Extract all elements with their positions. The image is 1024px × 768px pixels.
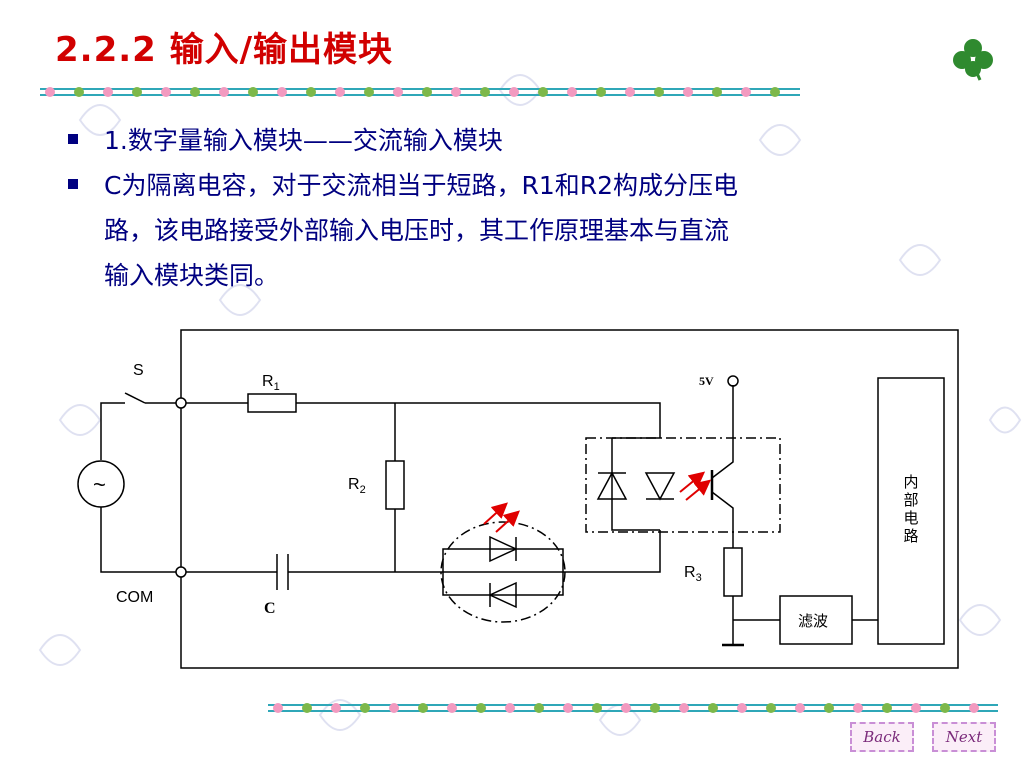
divider-bead [277,87,287,97]
resistor-r2 [385,460,405,510]
divider-bead [567,87,577,97]
divider-bead [766,703,776,713]
divider-bead [302,703,312,713]
resistor-r3 [723,547,743,597]
bullet-item: 1.数字量输入模块——交流输入模块 [66,118,966,163]
filter-label: 滤波 [798,612,828,630]
supply-terminal [727,375,739,387]
divider-bead [364,87,374,97]
internal-circuit-block [877,377,945,645]
module-frame [180,329,959,669]
r1-label: R1 [262,373,280,393]
terminal [175,397,187,409]
bullet-line: 输入模块类同。 [104,261,280,290]
r2-label: R2 [348,476,366,496]
divider-bead [679,703,689,713]
led-diode [488,581,517,609]
supply-label: 5V [699,374,714,388]
divider-bead [509,87,519,97]
divider-bead [476,703,486,713]
com-label: COM [116,589,153,606]
divider-bead [393,87,403,97]
optocoupler-outline [585,437,781,533]
bullet-line: C为隔离电容，对于交流相当于短路，R1和R2构成分压电 [104,171,739,200]
clover-icon [953,39,993,81]
divider-bead [306,87,316,97]
divider-bead [737,703,747,713]
divider-bead [161,87,171,97]
divider-bead [650,703,660,713]
light-arrow [495,510,520,533]
divider-bead [248,87,258,97]
divider-bead [592,703,602,713]
terminal [175,566,187,578]
divider-bead [621,703,631,713]
divider-bead [505,703,515,713]
resistor-r1 [247,393,297,413]
internal-circuit-label: 内部电路 [903,473,918,545]
capacitor-label: C [264,600,276,617]
divider-bead [480,87,490,97]
switch-blade [124,392,146,404]
opto-diode [596,471,628,500]
divider-bead [770,87,780,97]
divider-bead [389,703,399,713]
capacitor-c [276,554,289,590]
bullet-square-icon [68,179,78,189]
light-arrow [679,471,706,493]
light-arrow [483,502,508,525]
divider-bead [331,703,341,713]
light-arrow [685,479,712,501]
led-diode [489,535,518,563]
divider-bead [447,703,457,713]
divider-bead [563,703,573,713]
divider-bead [190,87,200,97]
divider-bead [795,703,805,713]
divider-bead [853,703,863,713]
divider-bead [422,87,432,97]
r3-label: R3 [684,564,702,584]
wire [100,507,181,573]
divider-bead [596,87,606,97]
bullet-square-icon [68,134,78,144]
divider-bead [335,87,345,97]
divider-bead [74,87,84,97]
wire [100,402,125,460]
divider-bead [360,703,370,713]
bullet-line: 1.数字量输入模块——交流输入模块 [104,126,503,155]
divider-bead [969,703,979,713]
ac-source-label: ~ [93,472,106,497]
divider-bead [103,87,113,97]
divider-bead [273,703,283,713]
back-button[interactable]: Back [850,722,914,752]
divider-bead [534,703,544,713]
divider-bead [683,87,693,97]
divider-bead [654,87,664,97]
divider-bead [451,87,461,97]
divider-bead [824,703,834,713]
divider-bead [418,703,428,713]
opto-diode [644,472,676,501]
divider-bead [708,703,718,713]
divider-bead [45,87,55,97]
bullet-line: 路，该电路接受外部输入电压时，其工作原理基本与直流 [104,216,730,245]
bottom-divider [268,703,998,713]
next-button[interactable]: Next [932,722,996,752]
switch-label: S [133,362,144,379]
divider-bead [625,87,635,97]
divider-bead [940,703,950,713]
bullet-item: C为隔离电容，对于交流相当于短路，R1和R2构成分压电 路，该电路接受外部输入电… [66,163,966,298]
divider-bead [219,87,229,97]
slide-title: 2.2.2 输入/输出模块 [55,30,394,70]
divider-bead [538,87,548,97]
top-divider [40,87,800,97]
divider-bead [911,703,921,713]
divider-bead [741,87,751,97]
divider-bead [712,87,722,97]
bullet-list: 1.数字量输入模块——交流输入模块 C为隔离电容，对于交流相当于短路，R1和R2… [66,118,966,298]
divider-bead [132,87,142,97]
divider-bead [882,703,892,713]
